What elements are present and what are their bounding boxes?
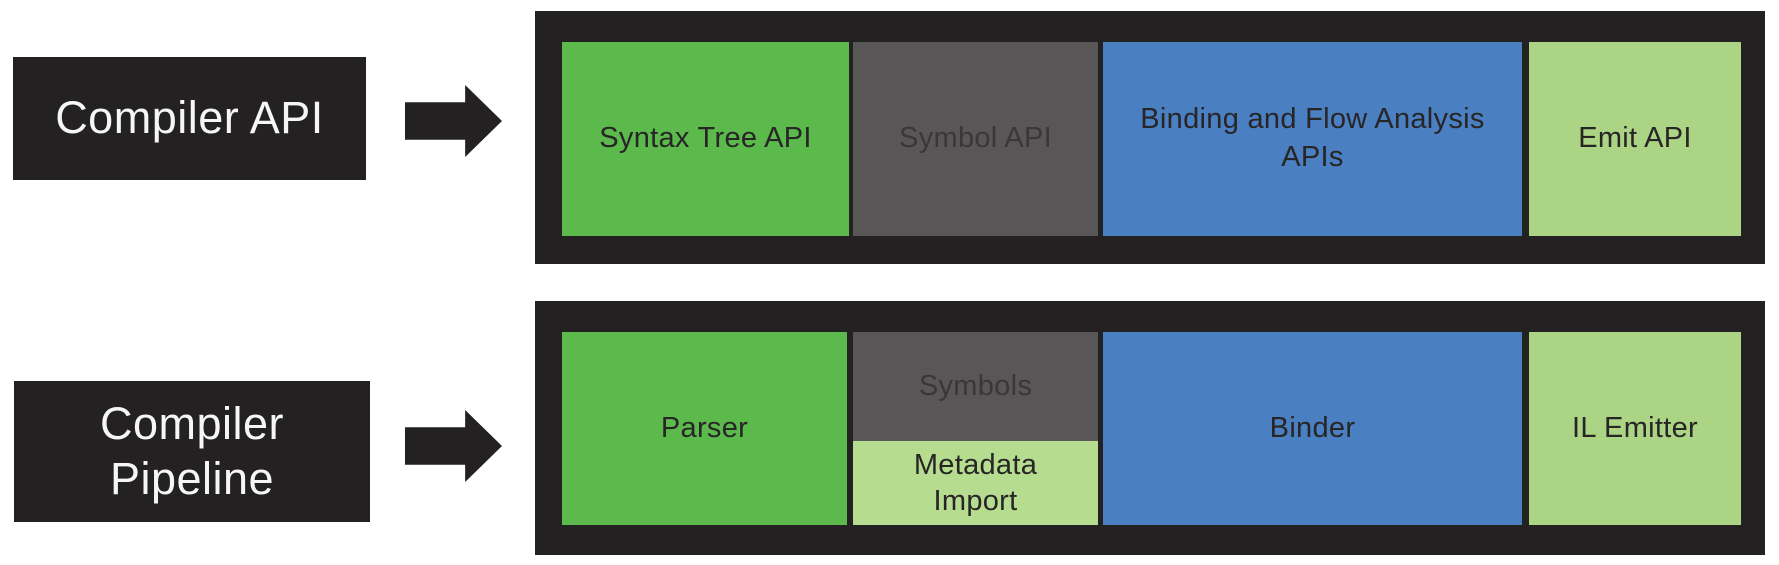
compiler-pipeline-label: Compiler Pipeline [14,381,370,522]
parser-box: Parser [562,332,847,525]
emit-api-box: Emit API [1529,42,1741,236]
symbol-api-box: Symbol API [853,42,1098,236]
compiler-pipeline-container: Parser Symbols Metadata Import Binder IL… [535,301,1765,555]
metadata-import-box: Metadata Import [853,441,1098,525]
il-emitter-box: IL Emitter [1529,332,1741,525]
syntax-tree-api-box: Syntax Tree API [562,42,849,236]
compiler-api-label: Compiler API [13,57,366,180]
binding-and-flow-analysis-apis-box: Binding and Flow Analysis APIs [1103,42,1522,236]
right-arrow-icon [405,85,502,157]
right-arrow-icon [405,410,502,482]
compiler-api-container: Syntax Tree API Symbol API Binding and F… [535,11,1765,264]
symbols-box: Symbols [853,332,1098,441]
symbols-metadata-stack: Symbols Metadata Import [853,332,1098,525]
binder-box: Binder [1103,332,1522,525]
